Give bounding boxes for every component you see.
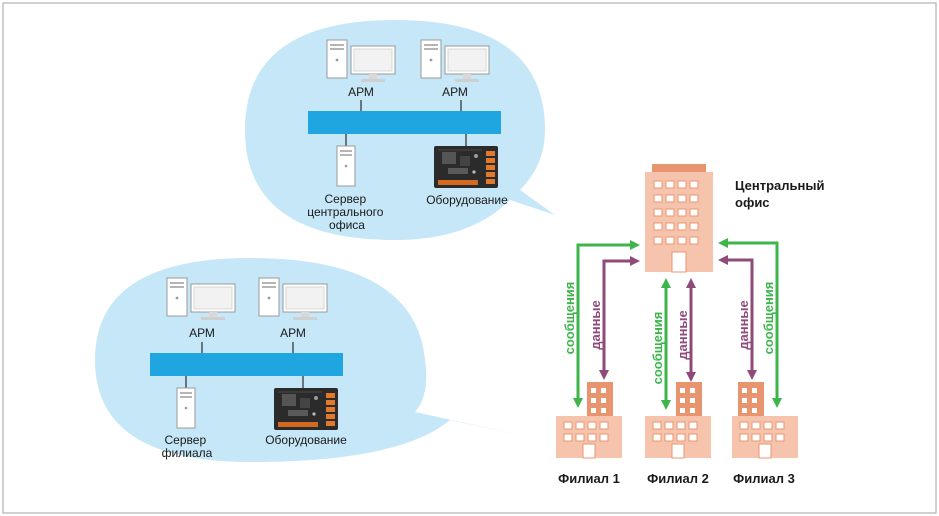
arrowhead-icon bbox=[599, 370, 609, 380]
data-arrow-branch-3 bbox=[726, 258, 754, 372]
arrowhead-icon bbox=[718, 255, 728, 265]
branch-3-label: Филиал 3 bbox=[733, 471, 795, 486]
central-network-bar bbox=[308, 111, 501, 134]
messages-arrow-branch-1 bbox=[576, 243, 632, 400]
branch-bubble: АРМ АРМ Сервер филиала Оборудование bbox=[95, 258, 525, 462]
branch-1-label: Филиал 1 bbox=[558, 471, 620, 486]
arrowhead-icon bbox=[573, 398, 583, 408]
central-office-label: Центральный офис bbox=[735, 178, 828, 210]
arm-label: АРМ bbox=[442, 85, 468, 99]
arrowhead-icon bbox=[686, 278, 696, 288]
controller-board-icon bbox=[433, 145, 499, 189]
central-office-building-icon bbox=[645, 164, 713, 273]
branch-2-building-icon bbox=[645, 382, 711, 459]
arm-label: АРМ bbox=[280, 326, 306, 340]
central-office-bubble: АРМ АРМ Сервер центрального офиса Оборуд… bbox=[245, 20, 555, 240]
branch-3-building-icon bbox=[732, 382, 798, 459]
arrowhead-icon bbox=[661, 400, 671, 410]
arm-label: АРМ bbox=[348, 85, 374, 99]
arrowhead-icon bbox=[686, 372, 696, 382]
equipment-label: Оборудование bbox=[265, 433, 347, 447]
server-icon bbox=[336, 145, 356, 187]
arrowhead-icon bbox=[772, 398, 782, 408]
equipment-label: Оборудование bbox=[426, 193, 508, 207]
arrowhead-icon bbox=[630, 240, 640, 250]
branch-1-building-icon bbox=[556, 382, 622, 459]
server-icon bbox=[176, 387, 196, 429]
data-label: данные bbox=[675, 310, 690, 360]
arrowhead-icon bbox=[661, 278, 671, 288]
arrowhead-icon bbox=[630, 256, 640, 266]
messages-arrow-branch-3 bbox=[726, 241, 779, 400]
arm-label: АРМ bbox=[189, 326, 215, 340]
controller-board-icon bbox=[273, 387, 339, 431]
messages-label: сообщения bbox=[562, 282, 577, 355]
branch-network-bar bbox=[150, 353, 343, 376]
arrowhead-icon bbox=[718, 238, 728, 248]
data-label: данные bbox=[588, 300, 603, 350]
arrowhead-icon bbox=[747, 370, 757, 380]
data-arrow-branch-1 bbox=[602, 259, 632, 372]
branch-2-label: Филиал 2 bbox=[647, 471, 709, 486]
messages-label: сообщения bbox=[650, 312, 665, 385]
central-server-label: Сервер центрального офиса bbox=[307, 192, 387, 232]
messages-label: сообщения bbox=[761, 282, 776, 355]
data-label: данные bbox=[736, 300, 751, 350]
branch-server-label: Сервер филиала bbox=[162, 433, 213, 460]
